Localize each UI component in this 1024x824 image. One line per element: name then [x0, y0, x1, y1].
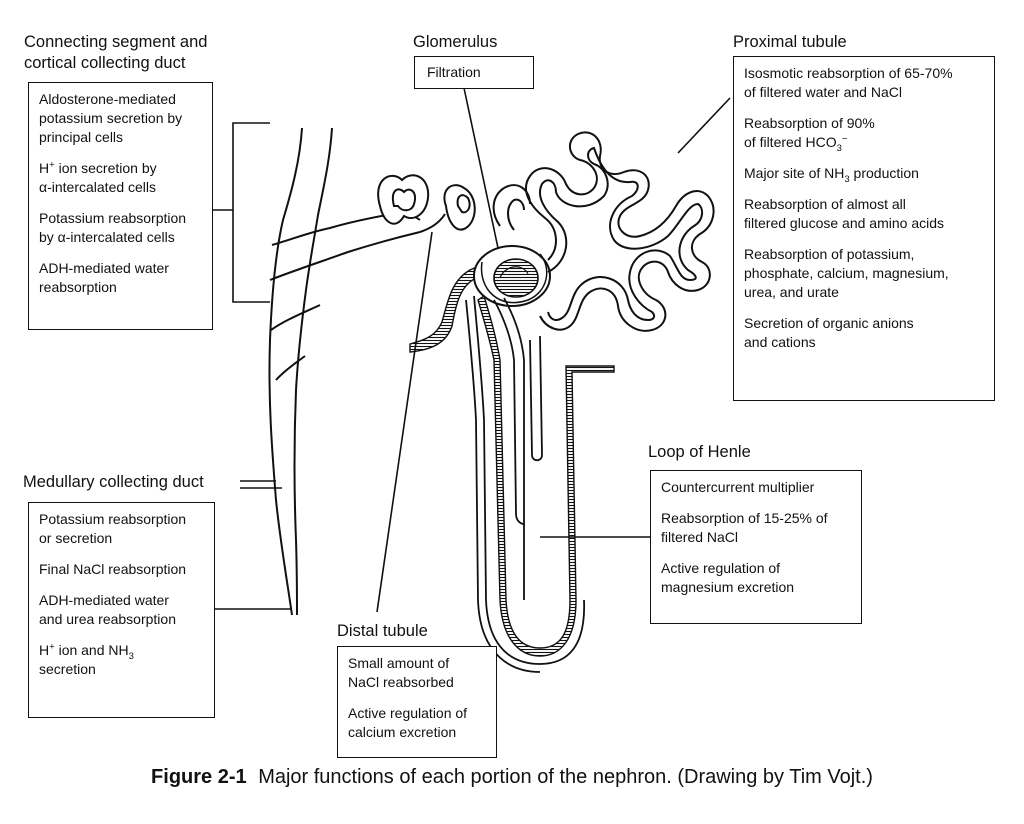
item-secretion: Secretion of organic anions and cations	[744, 315, 914, 350]
glomerulus-drawing	[473, 245, 551, 307]
connecting-segment-box: Aldosterone-mediated potassium secretion…	[28, 82, 213, 330]
item-electrolytes: Reabsorption of potassium, phosphate, ca…	[744, 246, 949, 300]
proximal-tubule-box: Isosmotic reabsorption of 65-70% of filt…	[733, 56, 995, 401]
proximal-tubule-heading: Proximal tubule	[733, 33, 847, 51]
item-isosmotic: Isosmotic reabsorption of 65-70% of filt…	[744, 65, 953, 100]
medullary-duct-box: Potassium reabsorption or secretion Fina…	[28, 502, 215, 718]
leader-lines	[213, 87, 731, 613]
item-nh3-production: Major site of NH3 production	[744, 165, 919, 185]
item-adh-water: ADH-mediated water reabsorption	[39, 260, 169, 295]
item-h-nh3-secretion: H+ ion and NH3 secretion	[39, 641, 134, 677]
item-final-nacl: Final NaCl reabsorption	[39, 561, 187, 577]
item-glucose: Reabsorption of almost all filtered gluc…	[744, 196, 945, 231]
loop-of-henle-heading: Loop of Henle	[648, 443, 751, 461]
figure-caption: Figure 2-1 Major functions of each porti…	[0, 766, 1024, 789]
item-nacl-reabsorption: Reabsorption of 15-25% of filtered NaCl	[661, 510, 828, 545]
glomerulus-box: Filtration	[414, 56, 534, 89]
item-adh-water-urea: ADH-mediated water and urea reabsorption	[39, 592, 176, 627]
collecting-duct	[268, 127, 421, 616]
loop-of-henle	[465, 294, 615, 673]
item-potassium-reabsorption: Potassium reabsorption by α-intercalated…	[39, 210, 187, 245]
item-calcium: Active regulation of calcium excretion	[348, 705, 468, 740]
item-h-ion-secretion: H+ ion secretion by α-intercalated cells	[39, 159, 157, 195]
distal-convolutions	[377, 174, 476, 231]
glomerulus-heading: Glomerulus	[413, 33, 498, 51]
connecting-segment-heading: Connecting segment and cortical collecti…	[24, 33, 208, 72]
figure-label: Figure 2-1	[151, 766, 247, 788]
distal-tubule-box: Small amount of NaCl reabsorbed Active r…	[337, 646, 497, 758]
item-small-nacl: Small amount of NaCl reabsorbed	[348, 655, 454, 690]
item-potassium: Potassium reabsorption or secretion	[39, 511, 187, 546]
item-bicarbonate: Reabsorption of 90% of filtered HCO3−	[744, 115, 875, 154]
item-countercurrent: Countercurrent multiplier	[661, 479, 815, 495]
proximal-convolutions	[492, 131, 715, 332]
item-aldosterone: Aldosterone-mediated potassium secretion…	[39, 91, 183, 145]
medullary-duct-heading: Medullary collecting duct	[23, 473, 204, 491]
distal-tubule-heading: Distal tubule	[337, 622, 428, 640]
item-magnesium: Active regulation of magnesium excretion	[661, 560, 795, 595]
figure-caption-text: Major functions of each portion of the n…	[258, 766, 873, 788]
loop-of-henle-box: Countercurrent multiplier Reabsorption o…	[650, 470, 862, 624]
